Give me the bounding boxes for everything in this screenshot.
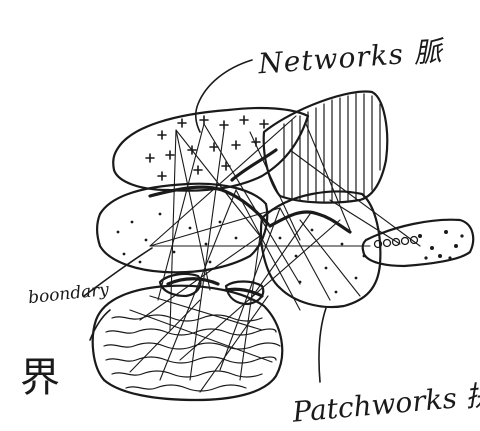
patch-middle-left-dotted — [97, 184, 267, 273]
plus-marks — [146, 116, 268, 180]
wavy-lines — [104, 315, 280, 391]
network-lines — [130, 116, 420, 392]
patchwork-leader — [319, 308, 326, 382]
boundary-kanji: 界 — [20, 345, 60, 403]
leader-lines — [84, 60, 326, 382]
